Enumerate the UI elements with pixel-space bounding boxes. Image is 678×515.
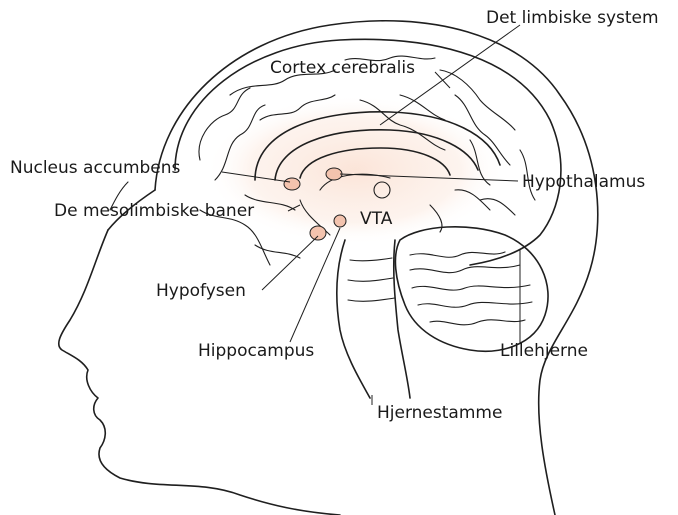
- cerebellum: [395, 227, 548, 351]
- hypofyse-structure: [310, 226, 326, 240]
- leader-hypofysen: [262, 236, 318, 290]
- hypothalamus-structure: [326, 168, 342, 180]
- label-cortex-cerebralis: Cortex cerebralis: [270, 60, 415, 77]
- label-mesolimbic: De mesolimbiske baner: [54, 203, 254, 220]
- head-outline: [155, 21, 598, 515]
- label-limbic-system: Det limbiske system: [486, 10, 659, 27]
- label-hypofysen: Hypofysen: [156, 283, 246, 300]
- brainstem: [337, 240, 410, 398]
- leader-cortex: [435, 72, 450, 88]
- nucleus-accumbens-structure: [284, 178, 300, 190]
- label-hypothalamus: Hypothalamus: [522, 174, 645, 191]
- label-vta: VTA: [360, 211, 392, 228]
- label-nucleus-accumbens: Nucleus accumbens: [10, 160, 180, 177]
- label-lillehjerne: Lillehjerne: [500, 343, 588, 360]
- vta-structure: [334, 215, 346, 227]
- label-hippocampus: Hippocampus: [198, 343, 314, 360]
- limbic-glow-region: [205, 95, 505, 245]
- label-hjernestamme: Hjernestamme: [377, 405, 502, 422]
- leader-hippocampus: [290, 228, 340, 342]
- face-profile: [59, 230, 340, 515]
